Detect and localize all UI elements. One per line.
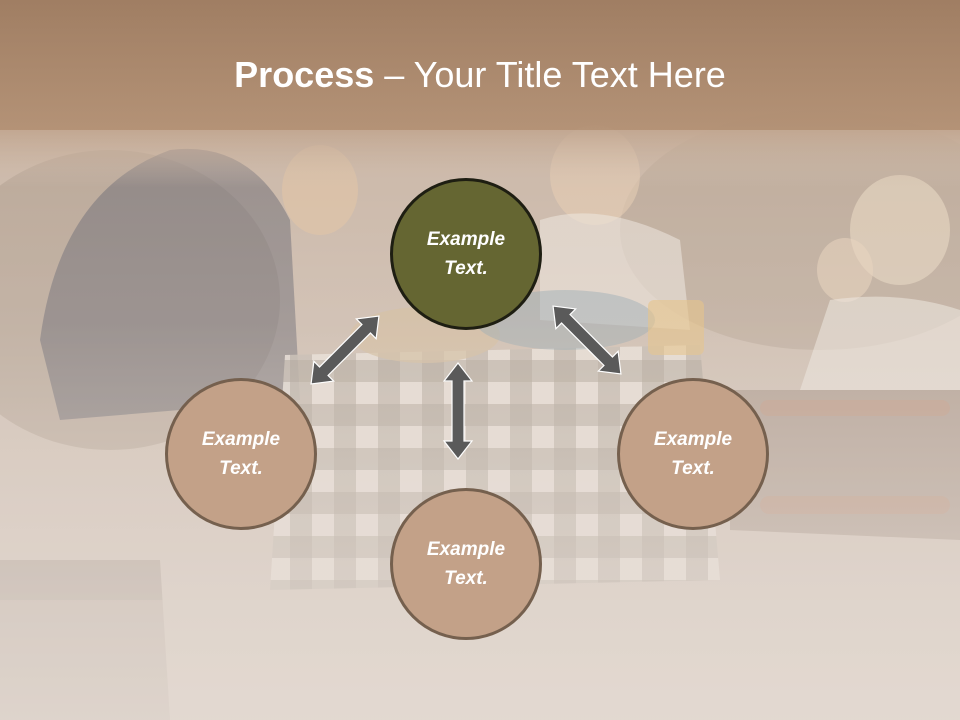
title-bold-part: Process: [234, 54, 375, 95]
right-circle[interactable]: Example Text.: [617, 378, 769, 530]
bottom-circle[interactable]: Example Text.: [390, 488, 542, 640]
arrow-center-bottom: [442, 362, 474, 460]
right-circle-text: Example Text.: [653, 429, 733, 479]
left-circle[interactable]: Example Text.: [165, 378, 317, 530]
arrow-center-right: [552, 305, 622, 375]
bottom-circle-text: Example Text.: [426, 539, 506, 589]
left-circle-text: Example Text.: [201, 429, 281, 479]
slide-title: Process – Your Title Text Here: [0, 52, 960, 98]
title-rest-part: – Your Title Text Here: [374, 54, 726, 95]
center-circle-text: Example Text.: [426, 229, 506, 279]
center-circle[interactable]: Example Text.: [390, 178, 542, 330]
arrow-center-left: [310, 315, 380, 385]
